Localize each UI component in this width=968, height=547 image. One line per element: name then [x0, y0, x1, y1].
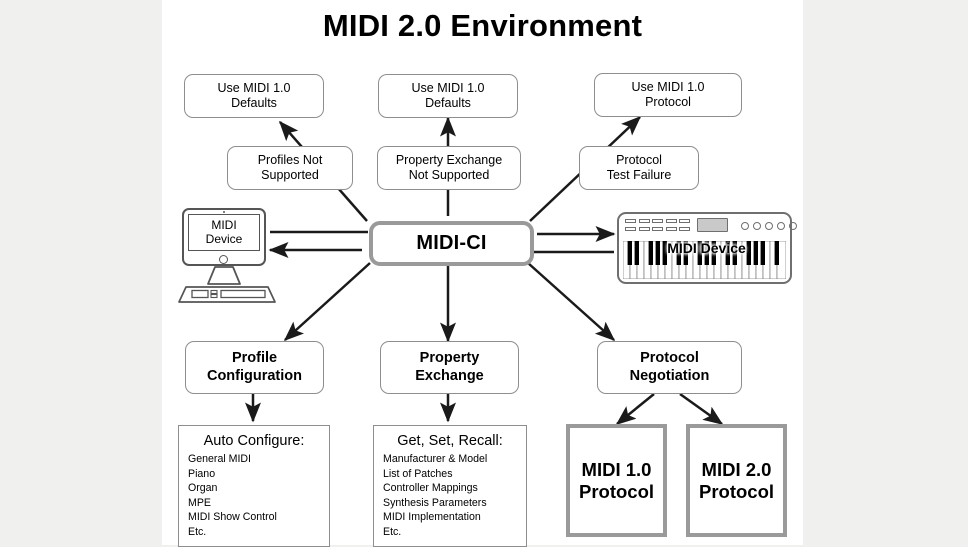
list-item: General MIDI — [188, 453, 251, 465]
monitor-power-button — [219, 255, 228, 264]
outcome-box-property-defaults[interactable]: Use MIDI 1.0 Defaults — [378, 74, 518, 118]
failure-line2: Supported — [261, 168, 319, 182]
list-item: Controller Mappings — [383, 482, 478, 494]
category-box-property-exchange[interactable]: Property Exchange — [380, 341, 519, 394]
list-item: Piano — [188, 467, 216, 480]
protocol-line2: Protocol — [578, 480, 655, 502]
category-line2: Configuration — [206, 367, 303, 384]
protocol-box-midi-20[interactable]: MIDI 2.0 Protocol — [686, 424, 787, 537]
detail-box-auto-configure[interactable]: Auto Configure: General MIDI Piano Organ… — [178, 425, 330, 547]
midi-device-keyboard[interactable]: MIDI Device — [617, 212, 797, 284]
list-item: Organ — [188, 482, 218, 494]
computer-label-line1: MIDI — [211, 217, 237, 232]
detail-list: General MIDI Piano Organ MPE MIDI Show C… — [179, 452, 329, 539]
keyboard-control-panel — [619, 214, 797, 240]
failure-box-profiles-not-supported[interactable]: Profiles Not Supported — [227, 146, 353, 190]
keyboard-knobs — [741, 222, 797, 230]
midi-device-computer[interactable]: MIDI Device — [174, 208, 278, 304]
detail-heading: Get, Set, Recall: — [397, 433, 503, 449]
computer-keyboard-icon — [178, 286, 276, 303]
category-box-protocol-negotiation[interactable]: Protocol Negotiation — [597, 341, 742, 394]
monitor-camera-dot — [223, 211, 225, 213]
failure-line1: Property Exchange — [395, 153, 503, 168]
list-item: Manufacturer & Model — [383, 453, 488, 465]
category-line1: Profile — [231, 350, 278, 367]
keyboard-button-row-top — [625, 219, 691, 224]
outcome-line1: Use MIDI 1.0 — [217, 81, 291, 96]
failure-box-property-exchange-not-supported[interactable]: Property Exchange Not Supported — [377, 146, 521, 190]
midi-ci-label: MIDI-CI — [416, 232, 487, 254]
outcome-box-profiles-defaults[interactable]: Use MIDI 1.0 Defaults — [184, 74, 324, 118]
outcome-line2: Defaults — [425, 96, 471, 110]
detail-list: Manufacturer & Model List of Patches Con… — [374, 452, 526, 539]
list-item: Etc. — [383, 525, 402, 538]
category-box-profile-configuration[interactable]: Profile Configuration — [185, 341, 324, 394]
failure-line1: Protocol — [616, 153, 662, 168]
list-item: MIDI Implementation — [383, 511, 481, 523]
outcome-line1: Use MIDI 1.0 — [411, 81, 485, 96]
category-line2: Negotiation — [629, 367, 710, 384]
diagram-canvas: MIDI 2.0 Environment Use MIDI 1.0 Defaul… — [162, 0, 803, 547]
protocol-line1: MIDI 1.0 — [581, 458, 652, 480]
keyboard-label: MIDI Device — [667, 240, 746, 256]
category-line1: Property — [419, 350, 480, 367]
detail-heading: Auto Configure: — [203, 433, 305, 449]
failure-line2: Test Failure — [606, 168, 672, 182]
detail-box-get-set-recall[interactable]: Get, Set, Recall: Manufacturer & Model L… — [373, 425, 527, 547]
keyboard-display-screen — [697, 218, 728, 232]
midi-ci-hub[interactable]: MIDI-CI — [369, 221, 534, 266]
category-line2: Exchange — [415, 367, 484, 384]
keyboard-button-row-bottom — [625, 226, 691, 231]
failure-box-protocol-test-failure[interactable]: Protocol Test Failure — [579, 146, 699, 190]
list-item: Etc. — [188, 525, 207, 538]
outcome-line2: Defaults — [231, 96, 277, 110]
list-item: MPE — [188, 496, 211, 509]
list-item: List of Patches — [383, 467, 453, 480]
monitor-stand-icon — [207, 266, 241, 285]
protocol-line1: MIDI 2.0 — [701, 458, 772, 480]
failure-line2: Not Supported — [408, 168, 490, 182]
piano-keys-icon — [623, 241, 786, 279]
protocol-box-midi-10[interactable]: MIDI 1.0 Protocol — [566, 424, 667, 537]
outcome-line1: Use MIDI 1.0 — [631, 80, 705, 95]
monitor-screen: MIDI Device — [188, 214, 260, 251]
page-title: MIDI 2.0 Environment — [322, 8, 643, 43]
protocol-line2: Protocol — [698, 480, 775, 502]
outcome-box-midi10-protocol[interactable]: Use MIDI 1.0 Protocol — [594, 73, 742, 117]
list-item: MIDI Show Control — [188, 511, 277, 523]
computer-label-line2: Device — [205, 231, 243, 246]
outcome-line2: Protocol — [645, 95, 691, 109]
list-item: Synthesis Parameters — [383, 496, 487, 509]
failure-line1: Profiles Not — [257, 153, 323, 168]
category-line1: Protocol — [640, 350, 699, 367]
